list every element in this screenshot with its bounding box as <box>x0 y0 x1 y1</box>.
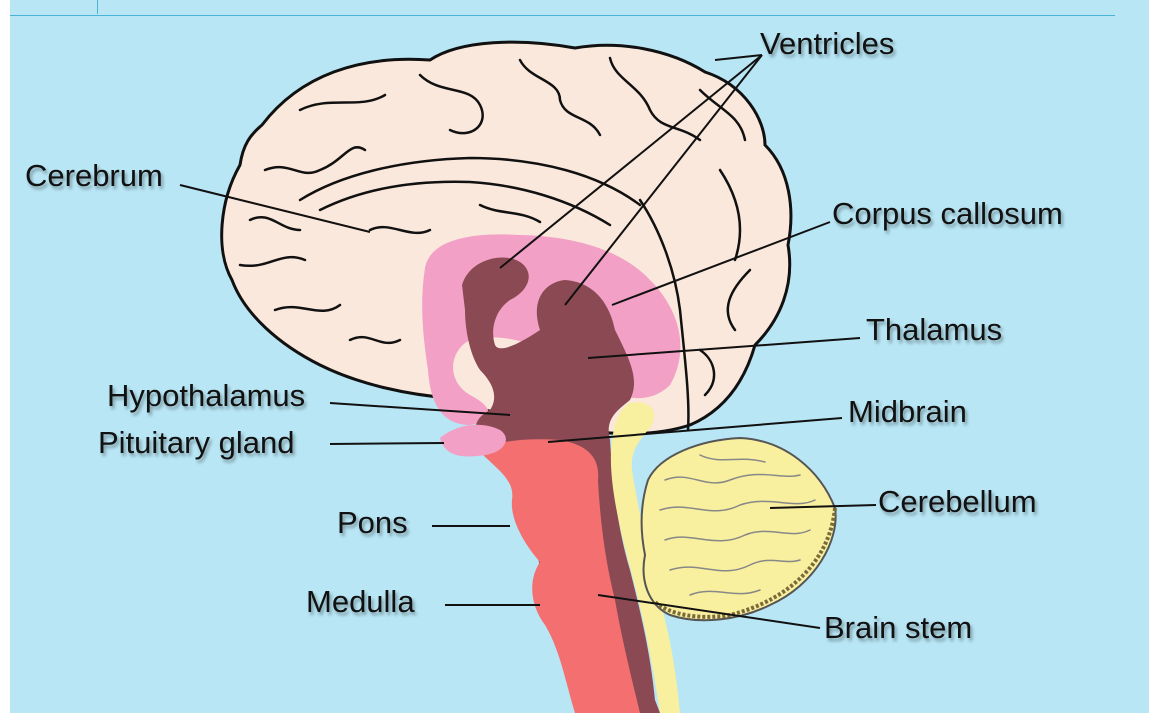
label-pons: Pons <box>337 507 408 538</box>
label-ventricles: Ventricles <box>760 28 894 59</box>
label-thalamus: Thalamus <box>866 314 1002 345</box>
label-medulla: Medulla <box>306 586 415 617</box>
label-cerebrum: Cerebrum <box>25 160 163 191</box>
label-cerebellum: Cerebellum <box>878 486 1037 517</box>
label-hypothalamus: Hypothalamus <box>107 380 305 411</box>
pituitary-shape <box>440 425 506 457</box>
label-midbrain: Midbrain <box>848 396 967 427</box>
label-pituitary-gland: Pituitary gland <box>98 427 294 458</box>
leader-pituitary <box>330 443 444 444</box>
leader-ventricles-3 <box>715 55 762 60</box>
label-brain-stem: Brain stem <box>824 612 972 643</box>
label-corpus-callosum: Corpus callosum <box>832 198 1063 229</box>
